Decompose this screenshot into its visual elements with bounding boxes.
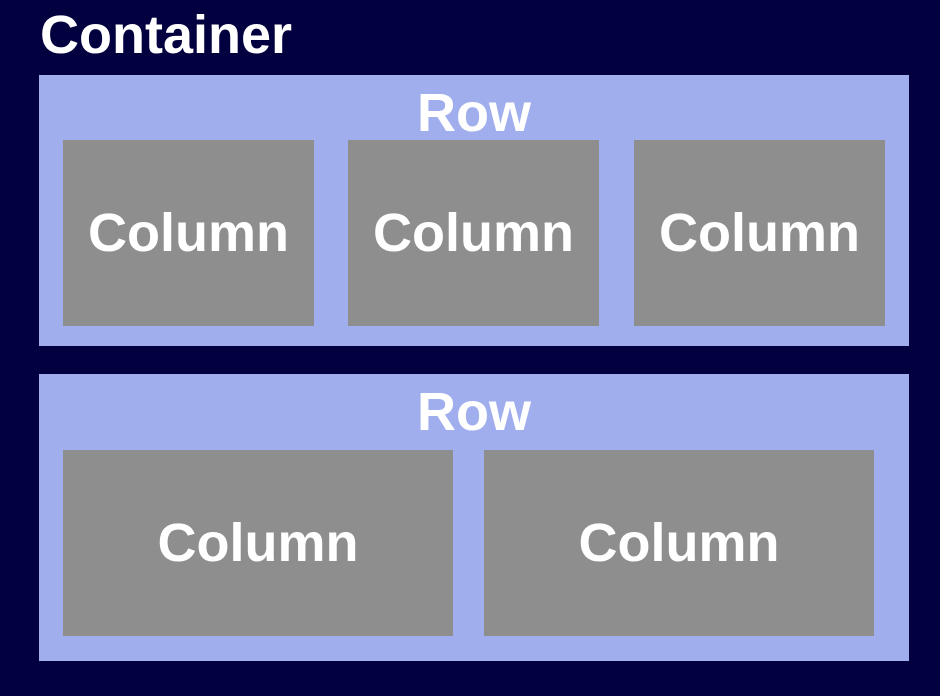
container-title: Container	[40, 5, 293, 65]
column-box: Column	[63, 140, 314, 326]
row-box: Row Column Column Column	[39, 75, 909, 346]
column-box: Column	[634, 140, 885, 326]
column-box: Column	[484, 450, 874, 636]
column-box: Column	[63, 450, 453, 636]
row-title: Row	[417, 83, 531, 143]
column-box: Column	[348, 140, 599, 326]
row-title: Row	[417, 382, 531, 442]
row-box: Row Column Column	[39, 374, 909, 661]
